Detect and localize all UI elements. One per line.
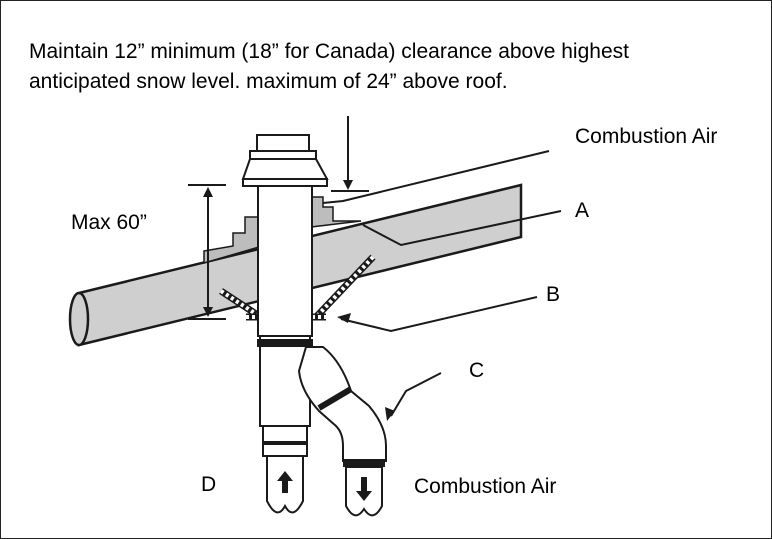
- leader-arrowheads: [337, 313, 395, 421]
- roof-flashing: [203, 216, 260, 264]
- clearance-note-line-2: anticipated snow level. maximum of 24” a…: [29, 70, 508, 93]
- label-d: D: [201, 473, 217, 496]
- label-a: A: [575, 199, 590, 222]
- clearance-dimension: [331, 116, 369, 192]
- clearance-note-line-1: Maintain 12” minimum (18” for Canada) cl…: [29, 40, 629, 63]
- clearance-note: Maintain 12” minimum (18” for Canada) cl…: [29, 37, 769, 97]
- main-pipe-coupling-band: [263, 441, 307, 445]
- height-dimension: [188, 184, 226, 320]
- label-b: B: [546, 283, 561, 306]
- down-arrow-icon: [356, 477, 372, 501]
- combustion-air-pipe-coupling: [343, 459, 385, 467]
- up-arrow-icon: [277, 471, 293, 493]
- combustion-air-pipe: [297, 346, 387, 462]
- leader-lines: [322, 150, 562, 417]
- combustion-air-bottom-label: Combustion Air: [414, 475, 557, 498]
- label-c: C: [469, 359, 485, 382]
- combustion-air-top-label: Combustion Air: [575, 125, 718, 148]
- combustion-air-pipe-band: [317, 386, 353, 411]
- max-height-label: Max 60”: [71, 211, 147, 234]
- roof-slab-end: [68, 291, 90, 347]
- main-vent-pipe: [257, 185, 313, 337]
- main-pipe-collar: [257, 339, 313, 347]
